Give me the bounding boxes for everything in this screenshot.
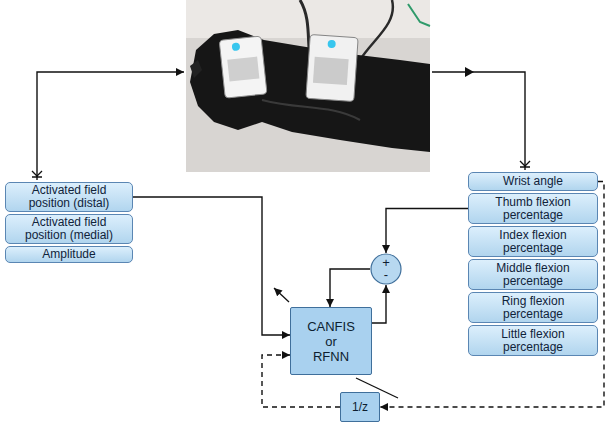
sum-junction: +- xyxy=(370,253,402,285)
glove-photo xyxy=(186,0,430,172)
box-label: CANFIS or RFNN xyxy=(293,319,369,364)
adaptation-arrow xyxy=(274,288,289,302)
output-box: Thumb flexion percentage xyxy=(468,193,598,224)
box-label: Middle flexion percentage xyxy=(473,262,593,288)
box-label: Amplitude xyxy=(42,248,95,261)
input-box: Amplitude xyxy=(5,246,133,263)
output-box: Ring flexion percentage xyxy=(468,292,598,323)
input-box: Activated field position (medial) xyxy=(5,214,133,244)
output-box: Middle flexion percentage xyxy=(468,259,598,290)
output-box: Index flexion percentage xyxy=(468,226,598,257)
signal-connector xyxy=(386,209,468,254)
box-label: Activated field position (medial) xyxy=(10,216,128,242)
network-block: CANFIS or RFNN xyxy=(290,307,372,375)
sign-label: - xyxy=(370,268,402,281)
input-box: Activated field position (distal) xyxy=(5,182,133,212)
box-label: Wrist angle xyxy=(503,175,563,188)
junction-outline xyxy=(371,254,401,284)
box-label: Ring flexion percentage xyxy=(473,295,593,321)
box-label: Index flexion percentage xyxy=(473,229,593,255)
box-label: 1/z xyxy=(352,400,368,414)
signal-connector xyxy=(372,285,386,323)
box-label: Little flexion percentage xyxy=(473,328,593,354)
box-label: Activated field position (distal) xyxy=(10,184,128,210)
feedback-connector xyxy=(380,182,604,408)
delay-block: 1/z xyxy=(340,392,380,422)
signal-connector xyxy=(330,269,370,307)
output-wire xyxy=(432,67,530,170)
box-label: Thumb flexion percentage xyxy=(473,196,593,222)
signal-connector xyxy=(133,197,290,335)
input-wire xyxy=(32,72,184,180)
output-box: Wrist angle xyxy=(468,172,598,191)
output-box: Little flexion percentage xyxy=(468,325,598,356)
